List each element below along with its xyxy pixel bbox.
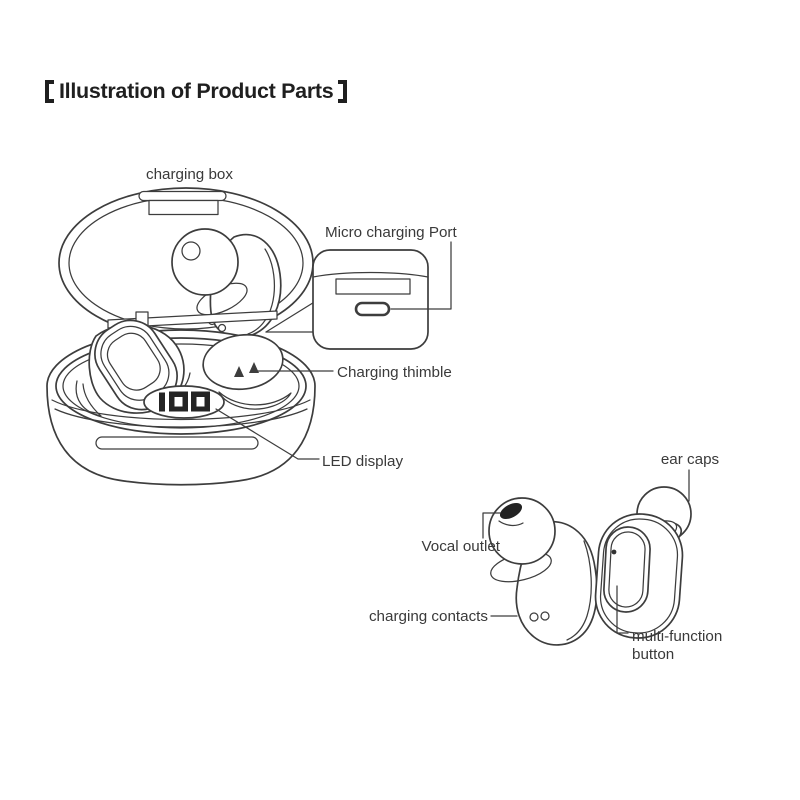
charging-box-base bbox=[46, 319, 316, 486]
label-ear-caps: ear caps bbox=[661, 451, 720, 468]
base-front-groove bbox=[95, 436, 259, 450]
status-led-dot bbox=[611, 549, 617, 555]
right-lenticular-bracket-icon bbox=[338, 80, 348, 103]
micro-port-inset bbox=[265, 241, 452, 350]
label-led-display: LED display bbox=[322, 453, 403, 470]
charging-thimble-pin bbox=[234, 366, 244, 377]
led-display-leader bbox=[215, 408, 320, 460]
multi-function-face bbox=[603, 526, 651, 613]
led-digits bbox=[159, 391, 210, 412]
right-earbud bbox=[594, 486, 692, 639]
vocal-outlet-opening bbox=[499, 502, 523, 520]
led-display bbox=[143, 385, 225, 419]
inset-hinge-plate bbox=[335, 278, 411, 295]
vocal-outlet-leader bbox=[482, 512, 501, 539]
page-title-text: Illustration of Product Parts bbox=[59, 79, 334, 103]
page-title: Illustration of Product Parts bbox=[45, 79, 348, 104]
charging-contact-dot bbox=[529, 612, 539, 622]
charging-thimble-pin bbox=[249, 362, 259, 373]
label-charging-box: charging box bbox=[146, 166, 233, 183]
left-lenticular-bracket-icon bbox=[45, 80, 54, 103]
label-micro-charging-port: Micro charging Port bbox=[325, 224, 457, 241]
label-charging-thimble: Charging thimble bbox=[337, 364, 452, 381]
label-vocal-outlet: Vocal outlet bbox=[421, 538, 500, 555]
lid-hinge-plate bbox=[148, 199, 219, 216]
charging-box-lid bbox=[58, 187, 314, 339]
label-multi-function-line1: multi-function bbox=[632, 628, 722, 645]
multi-function-leader bbox=[616, 585, 629, 634]
micro-charging-port-leader bbox=[390, 241, 452, 310]
lid-rim-bar bbox=[107, 310, 278, 329]
lid-hinge-pill bbox=[138, 190, 227, 202]
earbuds-pair bbox=[488, 486, 692, 646]
label-charging-contacts: charging contacts bbox=[369, 608, 488, 625]
lid-earbud-contact-dot bbox=[217, 323, 227, 333]
label-multi-function-line2: button bbox=[632, 646, 674, 663]
left-earbud-in-case bbox=[75, 319, 191, 417]
left-earbud bbox=[488, 497, 598, 646]
charging-contact-dot bbox=[540, 611, 550, 621]
micro-usb-port-icon bbox=[354, 301, 391, 317]
right-earbud-well bbox=[202, 333, 292, 410]
